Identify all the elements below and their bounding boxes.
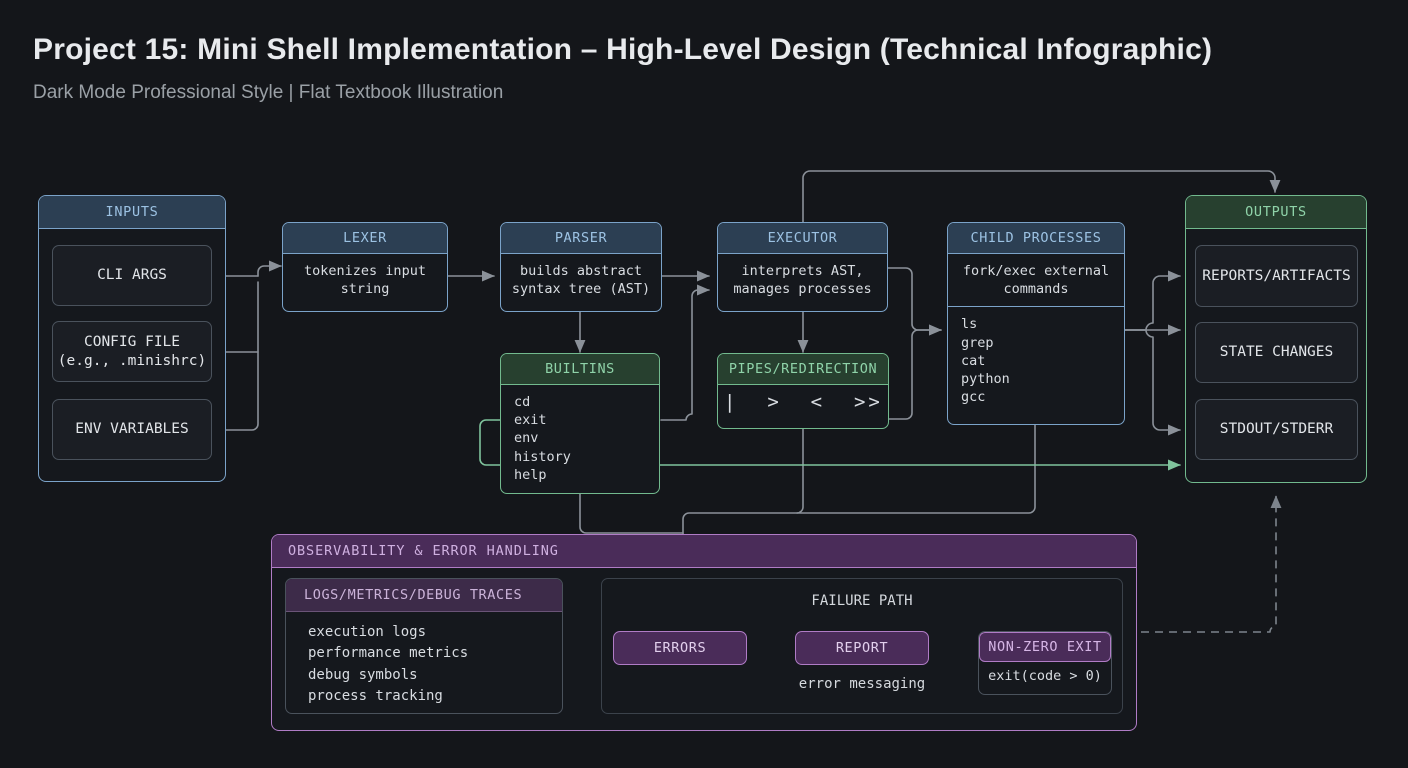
- non-zero-exit-node[interactable]: NON-ZERO EXIT exit(code > 0): [978, 631, 1112, 695]
- output-item-label: STDOUT/STDERR: [1219, 421, 1334, 438]
- observability-panel-title: OBSERVABILITY & ERROR HANDLING: [272, 535, 1136, 568]
- output-item-stdout-stderr[interactable]: STDOUT/STDERR: [1195, 399, 1358, 460]
- inputs-panel-title: INPUTS: [39, 196, 225, 229]
- failure-path-group: [601, 578, 1123, 714]
- failure-path-title: FAILURE PATH: [811, 593, 913, 609]
- report-caption: error messaging: [798, 676, 926, 692]
- page-title: Project 15: Mini Shell Implementation – …: [33, 33, 1213, 66]
- node-builtins-list: cd exit env history help: [514, 394, 571, 483]
- non-zero-exit-title: NON-ZERO EXIT: [979, 632, 1111, 662]
- output-item-label: STATE CHANGES: [1219, 344, 1334, 361]
- node-pipes-redirection[interactable]: PIPES/REDIRECTION | > < >>: [717, 353, 889, 429]
- logs-panel-title: LOGS/METRICS/DEBUG TRACES: [286, 579, 562, 612]
- node-parser[interactable]: PARSER builds abstract syntax tree (AST): [500, 222, 662, 312]
- input-item-config-file[interactable]: CONFIG FILE (e.g., .minishrc): [52, 321, 212, 382]
- node-parser-body: builds abstract syntax tree (AST): [511, 263, 651, 298]
- page-subtitle: Dark Mode Professional Style | Flat Text…: [33, 82, 504, 103]
- input-item-label: CLI ARGS: [97, 267, 167, 284]
- input-item-env-variables[interactable]: ENV VARIABLES: [52, 399, 212, 460]
- node-child-processes-title: CHILD PROCESSES: [948, 223, 1124, 254]
- node-child-processes-list: ls grep cat python gcc: [948, 306, 1124, 414]
- node-pipes-redirection-title: PIPES/REDIRECTION: [718, 354, 888, 385]
- node-lexer-body: tokenizes input string: [304, 263, 426, 298]
- errors-node[interactable]: ERRORS: [613, 631, 747, 665]
- node-builtins-title: BUILTINS: [501, 354, 659, 385]
- node-executor[interactable]: EXECUTOR interprets AST, manages process…: [717, 222, 888, 312]
- node-executor-title: EXECUTOR: [718, 223, 887, 254]
- node-lexer[interactable]: LEXER tokenizes input string: [282, 222, 448, 312]
- output-item-label: REPORTS/ARTIFACTS: [1202, 267, 1351, 284]
- report-label: REPORT: [835, 640, 889, 656]
- node-builtins[interactable]: BUILTINS cd exit env history help: [500, 353, 660, 494]
- exit-code-label: exit(code > 0): [988, 668, 1102, 684]
- report-node[interactable]: REPORT: [795, 631, 929, 665]
- node-parser-title: PARSER: [501, 223, 661, 254]
- errors-label: ERRORS: [653, 640, 707, 656]
- outputs-panel-title: OUTPUTS: [1186, 196, 1366, 229]
- node-child-processes[interactable]: CHILD PROCESSES fork/exec external comma…: [947, 222, 1125, 425]
- node-pipes-redirection-body: | > < >>: [724, 391, 883, 413]
- input-item-label: ENV VARIABLES: [75, 421, 189, 438]
- input-item-cli-args[interactable]: CLI ARGS: [52, 245, 212, 306]
- output-item-state-changes[interactable]: STATE CHANGES: [1195, 322, 1358, 383]
- logs-panel-items: execution logs performance metrics debug…: [308, 624, 469, 704]
- node-lexer-title: LEXER: [283, 223, 447, 254]
- logs-metrics-debug-traces-panel[interactable]: LOGS/METRICS/DEBUG TRACES execution logs…: [285, 578, 563, 714]
- node-executor-body: interprets AST, manages processes: [733, 263, 872, 298]
- input-item-label: CONFIG FILE (e.g., .minishrc): [57, 333, 207, 369]
- output-item-reports-artifacts[interactable]: REPORTS/ARTIFACTS: [1195, 245, 1358, 307]
- node-child-processes-body: fork/exec external commands: [962, 263, 1110, 298]
